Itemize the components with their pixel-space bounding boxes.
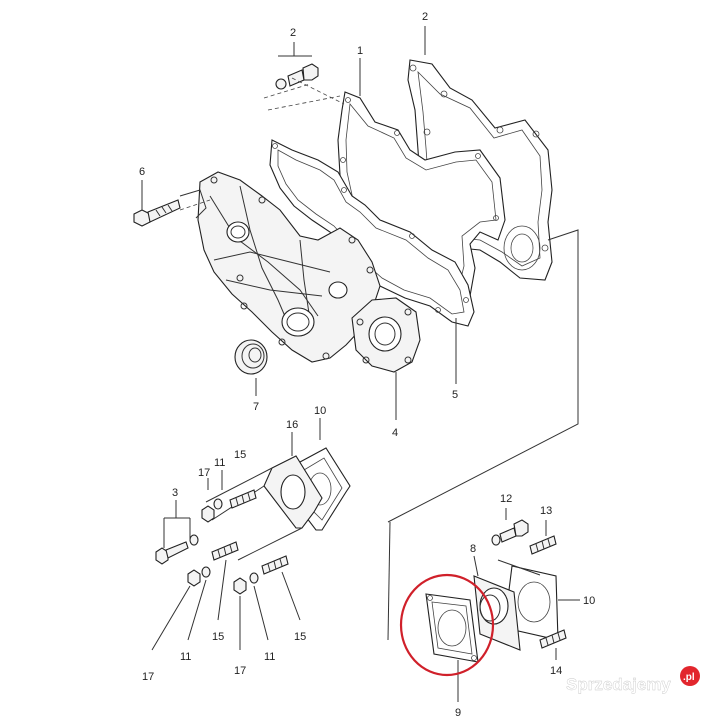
nut-17-upper [201,505,215,523]
callout-4: 4 [392,427,398,439]
callout-17-left: 17 [142,671,154,683]
svg-text:Sprzedajemy: Sprzedajemy [566,675,671,694]
bolt-3 [155,534,199,565]
stud-14 [539,629,567,649]
cover-mid-bore [328,281,348,299]
callout-17-top: 17 [198,467,210,479]
callout-9: 9 [455,707,461,719]
washer-11-right [249,572,259,584]
callout-15-right: 15 [294,631,306,643]
callout-1: 1 [357,45,363,57]
callout-6: 6 [139,166,145,178]
red-highlight-circle [399,573,495,677]
nut-17-left [187,569,201,587]
oil-seal-7 [234,339,268,375]
callout-10-right: 10 [583,595,595,607]
callout-10-left: 10 [314,405,326,417]
gasket-2-bore [503,225,541,271]
cover-upper-bore [226,221,250,243]
callout-14: 14 [550,665,562,677]
callout-3: 3 [172,487,178,499]
bolt-2 [275,63,319,90]
callout-13: 13 [540,505,552,517]
callout-15-top: 15 [234,449,246,461]
stud-15-middle [211,541,239,561]
stud-15-lower [261,555,289,575]
callout-15-middle: 15 [212,631,224,643]
bolt-12 [491,519,529,546]
stud-15-upper [229,489,257,509]
callout-2-bolt: 2 [290,27,296,39]
washer-11-left [201,566,211,578]
callout-11-top: 11 [214,457,225,469]
watermark-logo: Sprzedajemy .pl [566,666,700,694]
svg-text:.pl: .pl [683,672,695,683]
stud-13 [529,535,557,555]
callout-8: 8 [470,543,476,555]
gasket-5 [269,139,475,327]
cover-crank-seal-bore [281,307,315,337]
callout-7: 7 [253,401,259,413]
callout-12: 12 [500,493,512,505]
pump-housing-bore [368,316,402,352]
callout-5: 5 [452,389,458,401]
callout-2-gasket: 2 [422,11,428,23]
washer-11-upper [213,498,223,510]
callout-16: 16 [286,419,298,431]
callout-11-bottom: 11 [264,651,275,663]
callout-17-bottom: 17 [234,665,246,677]
bolt-6 [133,199,181,227]
callout-11-left: 11 [180,651,191,663]
nut-17-right [233,577,247,595]
